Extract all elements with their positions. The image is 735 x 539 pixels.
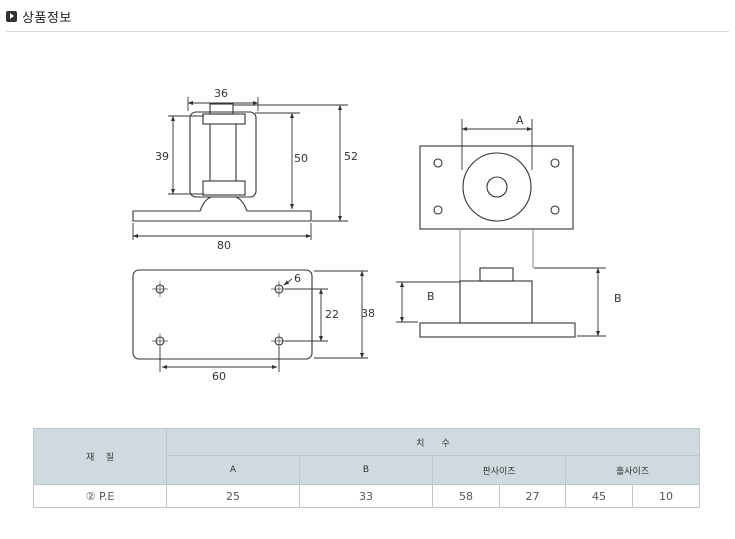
side-view-dimensions <box>396 267 606 337</box>
top-view-hole-tr <box>550 158 560 168</box>
hole-centerlines <box>152 281 287 349</box>
technical-drawing: 36 39 50 52 80 6 22 38 60 <box>132 87 622 383</box>
cell-plate-1: 58 <box>432 484 500 508</box>
cell-a: 25 <box>166 484 300 508</box>
cell-plate-2: 27 <box>499 484 566 508</box>
top-view-hole-br <box>550 205 560 215</box>
side-view <box>419 267 576 338</box>
header-divider <box>6 31 729 32</box>
base-plan-dimensions <box>159 270 368 372</box>
dim-label-80: 80 <box>217 239 231 252</box>
col-header-a: A <box>166 455 300 485</box>
dim-label-a: A <box>516 114 524 127</box>
dim-label-50: 50 <box>294 152 308 165</box>
dim-label-b-right: B <box>614 292 622 305</box>
col-header-b: B <box>299 455 433 485</box>
top-view-plate <box>419 145 574 230</box>
top-view-hole-tl <box>433 158 443 168</box>
front-view-dimensions <box>132 97 348 240</box>
dim-label-38: 38 <box>361 307 375 320</box>
top-view-outer-circle <box>462 152 532 222</box>
side-view-top-cap <box>479 267 514 282</box>
cell-hole-2: 10 <box>631 484 701 508</box>
spec-table: 재 질 치 수 A B 판사이즈 홀사이즈 ② P.E 25 33 58 27 … <box>33 428 701 508</box>
side-view-base <box>419 322 576 338</box>
cell-b: 33 <box>299 484 433 508</box>
front-view-body <box>189 111 257 198</box>
front-view-base <box>132 196 312 222</box>
material-header: 재 질 <box>33 428 167 485</box>
section-title: 상품정보 <box>22 10 72 26</box>
top-view-dimensions <box>459 119 534 282</box>
table-row: ② P.E 25 33 58 27 45 10 <box>33 484 701 508</box>
col-header-hole-size: 홀사이즈 <box>564 455 701 485</box>
base-plate-outline <box>132 269 313 360</box>
front-view-upper-block <box>202 113 246 125</box>
front-view <box>132 103 312 222</box>
dim-label-6: 6 <box>294 272 301 285</box>
top-view-inner-circle <box>486 176 508 198</box>
top-view-hole-bl <box>433 205 443 215</box>
play-square-icon <box>6 10 17 22</box>
col-header-plate-size: 판사이즈 <box>432 455 566 485</box>
section-header: 상품정보 <box>6 6 72 26</box>
front-view-lower-block <box>202 180 246 196</box>
dim-label-22: 22 <box>325 308 339 321</box>
cell-hole-1: 45 <box>565 484 633 508</box>
dimensions-header: 치 수 <box>165 428 701 456</box>
top-view <box>419 145 574 230</box>
dim-label-36: 36 <box>214 87 228 100</box>
dim-label-60: 60 <box>212 370 226 383</box>
dim-label-b-left: B <box>427 290 435 303</box>
dim-label-52: 52 <box>344 150 358 163</box>
dim-label-39: 39 <box>155 150 169 163</box>
cell-material: ② P.E <box>33 484 167 508</box>
side-view-body <box>459 280 533 324</box>
